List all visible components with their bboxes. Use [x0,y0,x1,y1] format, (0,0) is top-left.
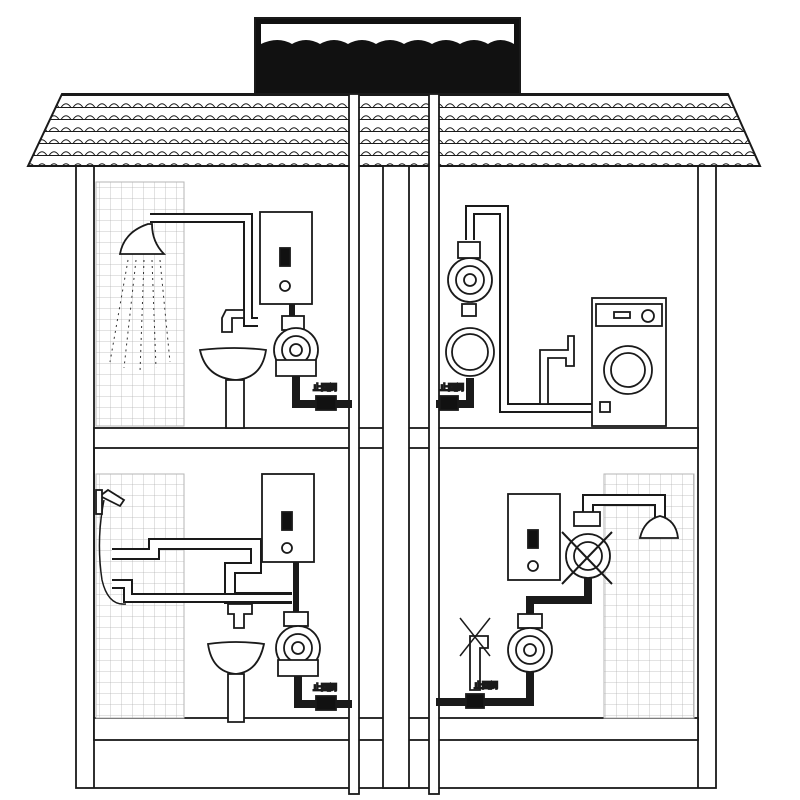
faucet-crossed [459,617,491,691]
check-valve [439,395,459,411]
wash-basin [198,347,268,381]
faucet [539,335,575,405]
booster-pump [447,241,493,303]
rooftop-water-tank [254,17,521,95]
tile-walls [95,181,695,719]
check-valve [315,695,337,711]
booster-pump [275,611,321,677]
check-valve [315,395,337,411]
check-valve-label: 止回阀 [440,382,464,392]
shower-spray [109,259,171,373]
pump-crossed [561,511,613,585]
roof [26,93,762,167]
house-frame [75,165,717,789]
shower-head [638,515,680,539]
wash-basin [206,641,266,675]
pressure-gauge [445,303,495,377]
check-valve-label: 止回阀 [313,382,337,392]
check-valve-label: 止回阀 [313,682,337,692]
faucet [227,603,253,629]
check-valve [465,693,485,709]
check-valve-label: 止回阀 [474,680,498,690]
room-upper-left: 止回阀 [109,211,352,429]
booster-pump [273,315,319,377]
washing-machine [591,297,667,427]
supply-pipes [348,93,440,795]
hand-shower [95,488,127,605]
faucet [221,309,245,333]
room-upper-right: 止回阀 [436,205,667,427]
room-lower-right: 止回阀 [436,493,680,709]
shower-head [118,223,167,255]
booster-pump [507,613,553,673]
room-lower-left: 止回阀 [95,473,352,723]
